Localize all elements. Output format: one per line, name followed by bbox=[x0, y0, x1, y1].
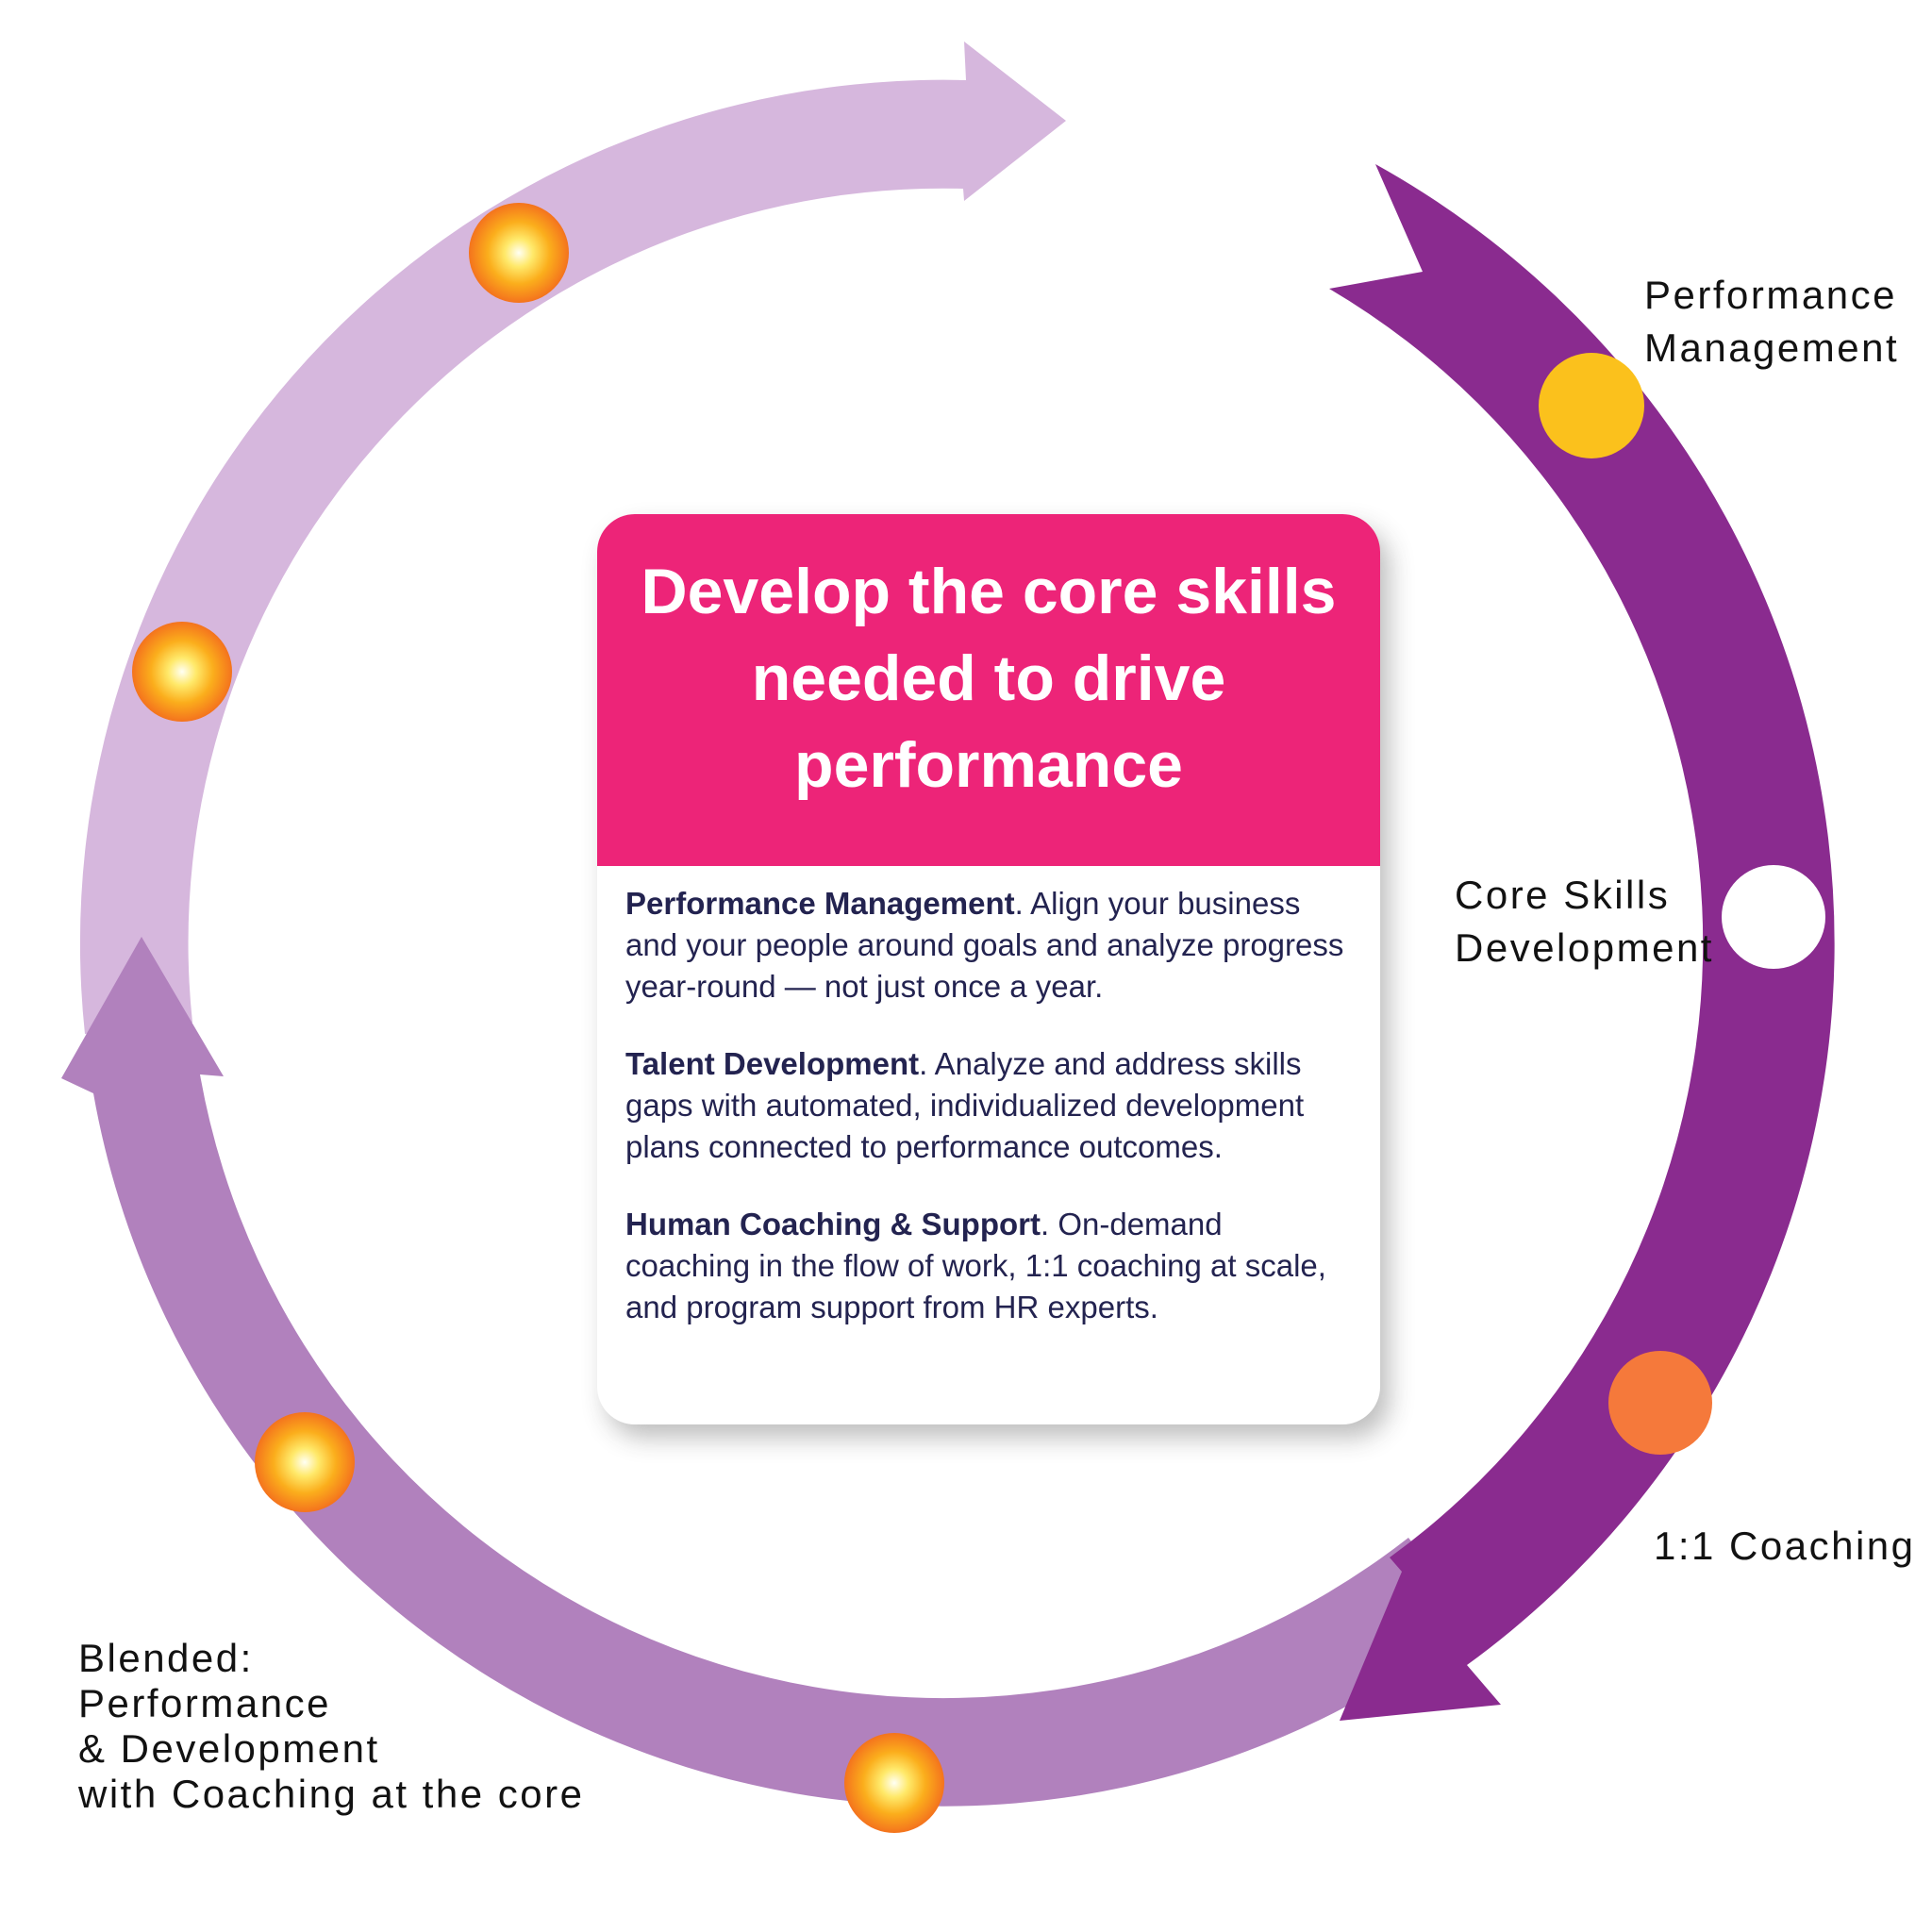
paragraph-human-coaching: Human Coaching & Support. On-demand coac… bbox=[625, 1204, 1347, 1328]
label-blended: Blended: Performance & Development with … bbox=[78, 1636, 584, 1817]
paragraph-lead: Human Coaching & Support bbox=[625, 1207, 1041, 1241]
card-title-line-2: needed to drive bbox=[751, 642, 1226, 714]
label-core-skills-development: Core Skills Development bbox=[1455, 869, 1714, 974]
paragraph-talent-development: Talent Development. Analyze and address … bbox=[625, 1043, 1347, 1168]
paragraph-lead: Performance Management bbox=[625, 886, 1015, 921]
paragraph-text: . Analyze and address skills gaps with a… bbox=[625, 1046, 1305, 1164]
paragraph-performance-management: Performance Management. Align your busin… bbox=[625, 883, 1347, 1008]
arc-dark-segment bbox=[1329, 164, 1835, 1721]
arc-light-segment bbox=[79, 42, 1066, 1034]
label-line: Performance bbox=[1644, 273, 1897, 317]
white-dot-core-skills bbox=[1722, 865, 1825, 969]
orange-dot-coaching bbox=[1608, 1351, 1712, 1455]
label-line: Core Skills bbox=[1455, 873, 1671, 917]
gradient-dot-top bbox=[469, 203, 569, 303]
label-line: Management bbox=[1644, 325, 1900, 370]
label-line: Performance bbox=[78, 1681, 331, 1725]
yellow-dot-performance-management bbox=[1539, 353, 1644, 458]
label-performance-management: Performance Management bbox=[1644, 269, 1899, 375]
info-card-body: Performance Management. Align your busin… bbox=[597, 866, 1380, 1328]
card-title-line-3: performance bbox=[794, 729, 1183, 801]
paragraph-text: . On-demand coaching in the flow of work… bbox=[625, 1207, 1326, 1324]
label-one-to-one-coaching: 1:1 Coaching bbox=[1654, 1520, 1916, 1573]
gradient-dot-bottom-left bbox=[255, 1412, 355, 1512]
label-line: Development bbox=[1455, 925, 1714, 970]
card-title-line-1: Develop the core skills bbox=[641, 556, 1337, 627]
label-line: with Coaching at the core bbox=[78, 1772, 585, 1816]
label-line: & Development bbox=[78, 1726, 380, 1771]
gradient-dot-left bbox=[132, 622, 232, 722]
info-card: Develop the core skills needed to drive … bbox=[597, 514, 1380, 1424]
label-line: 1:1 Coaching bbox=[1654, 1524, 1916, 1568]
paragraph-text: . Align your business and your people ar… bbox=[625, 886, 1344, 1004]
paragraph-lead: Talent Development bbox=[625, 1046, 920, 1081]
arc-medium-segment bbox=[61, 937, 1474, 1807]
info-card-header: Develop the core skills needed to drive … bbox=[597, 514, 1380, 866]
gradient-dot-bottom bbox=[844, 1733, 944, 1833]
label-line: Blended: bbox=[78, 1636, 254, 1680]
